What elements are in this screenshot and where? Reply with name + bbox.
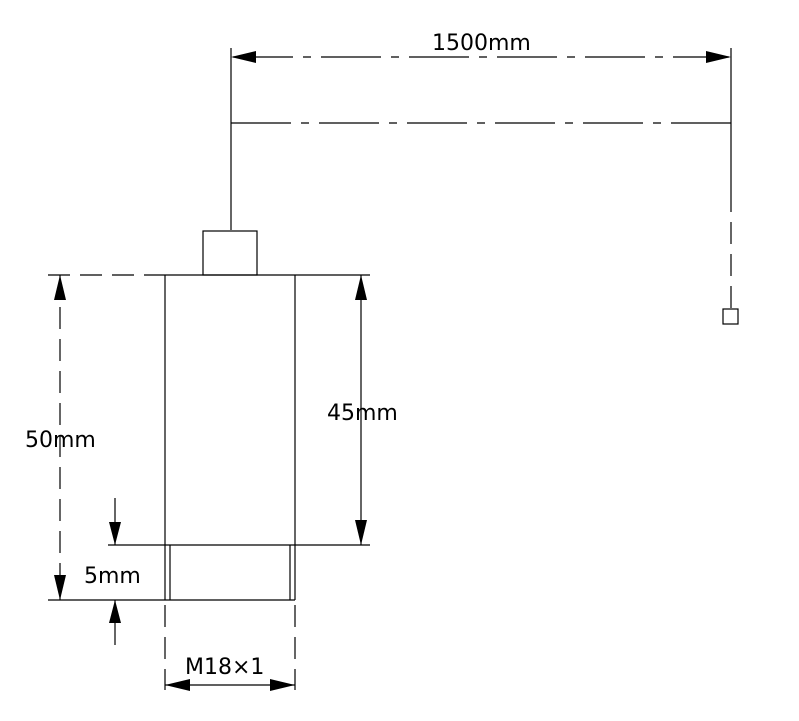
body-height-dimension: 45mm bbox=[327, 275, 398, 545]
thread-height-label: 5mm bbox=[84, 564, 141, 589]
total-height-dimension: 50mm bbox=[25, 274, 165, 601]
cable-end-terminal bbox=[722, 308, 739, 325]
total-height-label: 50mm bbox=[25, 428, 96, 453]
thread-height-dimension: 5mm bbox=[84, 498, 141, 645]
thread-size-dimension: M18×1 bbox=[165, 655, 295, 691]
cable-length-label: 1500mm bbox=[432, 31, 531, 56]
body-height-label: 45mm bbox=[327, 401, 398, 426]
cable-length-dimension: 1500mm bbox=[230, 31, 732, 230]
sensor-body bbox=[108, 274, 370, 546]
cable bbox=[231, 122, 739, 325]
sensor-cap bbox=[202, 230, 258, 276]
thread-section bbox=[108, 545, 296, 690]
thread-size-label: M18×1 bbox=[185, 655, 264, 680]
